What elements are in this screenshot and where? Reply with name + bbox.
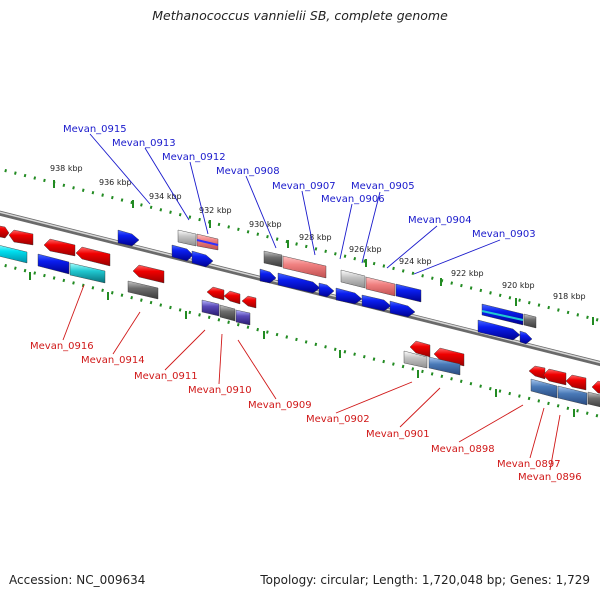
leader-lines-bottom: [62, 284, 561, 471]
gene-arrow: [318, 282, 335, 298]
gene-box: [263, 250, 283, 268]
gene-arrow: [477, 319, 521, 341]
gene-box: [282, 255, 327, 279]
gene-arrow: [223, 290, 241, 305]
gene-label-mevan-0904[interactable]: Mevan_0904: [408, 215, 472, 226]
gene-label-mevan-0912[interactable]: Mevan_0912: [162, 152, 226, 163]
gene-arrow: [542, 368, 567, 386]
features-track-b: [0, 245, 600, 408]
gene-arrow: [565, 374, 587, 391]
gene-arrow: [591, 380, 600, 394]
tick-label-920: 920 kbp: [502, 281, 535, 290]
gene-arrow: [519, 330, 533, 345]
tick-label-918: 918 kbp: [553, 292, 586, 301]
features-track-a: [0, 225, 600, 394]
gene-arrow: [277, 272, 321, 294]
features-track-c: [117, 229, 537, 345]
gene-box: [69, 262, 106, 284]
gene-arrow: [361, 294, 392, 312]
gene-label-mevan-0901[interactable]: Mevan_0901: [366, 429, 430, 440]
gene-label-mevan-0896[interactable]: Mevan_0896: [518, 472, 582, 483]
gene-label-mevan-0902[interactable]: Mevan_0902: [306, 414, 370, 425]
gene-arrow: [241, 295, 257, 309]
gene-arrow: [409, 340, 431, 358]
gene-stripe: [481, 310, 524, 321]
gene-arrow: [132, 264, 165, 284]
gene-label-mevan-0903[interactable]: Mevan_0903: [472, 229, 536, 240]
gene-box: [530, 378, 558, 399]
gene-box: [127, 280, 159, 300]
leader-lines-top: [89, 133, 501, 275]
gene-box: [37, 253, 70, 275]
genome-summary-text: Topology: circular; Length: 1,720,048 bp…: [260, 573, 590, 587]
gene-label-mevan-0898[interactable]: Mevan_0898: [431, 444, 495, 455]
gene-arrow: [8, 229, 34, 246]
gene-arrow: [206, 286, 225, 301]
gene-box: [587, 391, 600, 408]
tick-label-924: 924 kbp: [399, 257, 432, 266]
ruler-ticks-top: [53, 180, 594, 325]
gene-label-mevan-0914[interactable]: Mevan_0914: [81, 355, 145, 366]
gene-box: [201, 299, 220, 317]
tick-label-930: 930 kbp: [249, 220, 282, 229]
gene-box: [557, 385, 588, 406]
gene-box: [428, 356, 461, 376]
gene-box: [0, 245, 28, 264]
gene-label-mevan-0907[interactable]: Mevan_0907: [272, 181, 336, 192]
tick-label-932: 932 kbp: [199, 206, 232, 215]
gene-stripe: [196, 239, 219, 246]
tick-label-928: 928 kbp: [299, 233, 332, 242]
gene-box: [365, 276, 396, 297]
gene-arrow: [259, 268, 277, 284]
gene-label-mevan-0909[interactable]: Mevan_0909: [248, 400, 312, 411]
gene-arrow: [528, 365, 546, 380]
gene-arrow: [433, 347, 465, 367]
tick-label-922: 922 kbp: [451, 269, 484, 278]
gene-arrow: [389, 300, 416, 318]
tick-label-936: 936 kbp: [99, 178, 132, 187]
gene-box: [177, 229, 197, 247]
tick-label-934: 934 kbp: [149, 192, 182, 201]
ruler-ticks-bottom: [29, 272, 575, 417]
gene-arrow: [75, 246, 111, 267]
genome-title: Methanococcus vannielii SB, complete gen…: [152, 8, 448, 23]
gene-arrow: [191, 250, 214, 268]
accession-text: Accession: NC_009634: [9, 573, 146, 587]
gene-box: [395, 283, 422, 303]
gene-label-mevan-0897[interactable]: Mevan_0897: [497, 459, 561, 470]
gene-label-mevan-0906[interactable]: Mevan_0906: [321, 194, 385, 205]
gene-box: [235, 309, 251, 326]
gene-box: [523, 313, 537, 329]
gene-box: [219, 304, 236, 322]
gene-arrow: [43, 238, 76, 257]
gene-label-mevan-0910[interactable]: Mevan_0910: [188, 385, 252, 396]
gene-label-mevan-0916[interactable]: Mevan_0916: [30, 341, 94, 352]
gene-label-mevan-0908[interactable]: Mevan_0908: [216, 166, 280, 177]
gene-box: [403, 350, 428, 369]
gene-arrow: [335, 287, 363, 305]
gene-label-mevan-0905[interactable]: Mevan_0905: [351, 181, 415, 192]
tick-label-938: 938 kbp: [50, 164, 83, 173]
gene-label-mevan-0915[interactable]: Mevan_0915: [63, 124, 127, 135]
gene-label-mevan-0913[interactable]: Mevan_0913: [112, 138, 176, 149]
gene-arrow: [0, 225, 10, 239]
gene-arrow: [117, 229, 140, 247]
gene-box: [340, 269, 366, 289]
gene-arrow: [171, 244, 194, 262]
gene-label-mevan-0911[interactable]: Mevan_0911: [134, 371, 198, 382]
